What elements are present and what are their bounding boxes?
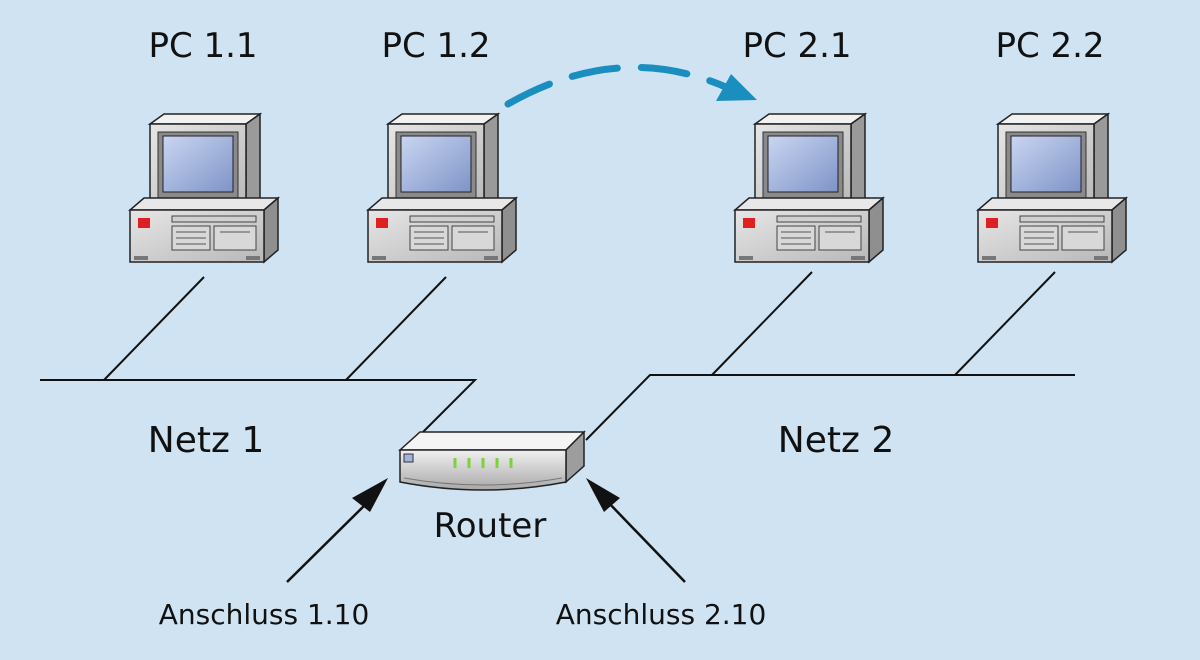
pc-1-1-link bbox=[103, 276, 205, 381]
pc-2-1-icon bbox=[734, 113, 884, 263]
pc-2-2-label: PC 2.2 bbox=[995, 26, 1105, 66]
network-2-line bbox=[585, 374, 1075, 441]
router-label: Router bbox=[433, 506, 547, 546]
flow-arrow-icon bbox=[504, 63, 757, 108]
network-1-line bbox=[40, 379, 478, 438]
port-arrow-2 bbox=[586, 478, 686, 583]
pc-1-2-icon bbox=[367, 113, 517, 263]
network-2-label: Netz 2 bbox=[777, 420, 895, 461]
router-icon bbox=[398, 430, 586, 491]
pc-2-1-label: PC 2.1 bbox=[742, 26, 852, 66]
port-1-label: Anschluss 1.10 bbox=[158, 598, 370, 631]
pc-2-2-link bbox=[954, 271, 1056, 376]
pc-1-2-link bbox=[345, 276, 447, 381]
port-arrow-1 bbox=[286, 478, 388, 583]
network-1-label: Netz 1 bbox=[147, 420, 265, 461]
pc-1-1-label: PC 1.1 bbox=[148, 26, 258, 66]
pc-1-1-icon bbox=[129, 113, 279, 263]
pc-2-1-link bbox=[711, 271, 813, 376]
port-2-label: Anschluss 2.10 bbox=[555, 598, 767, 631]
pc-1-2-label: PC 1.2 bbox=[381, 26, 491, 66]
pc-2-2-icon bbox=[977, 113, 1127, 263]
